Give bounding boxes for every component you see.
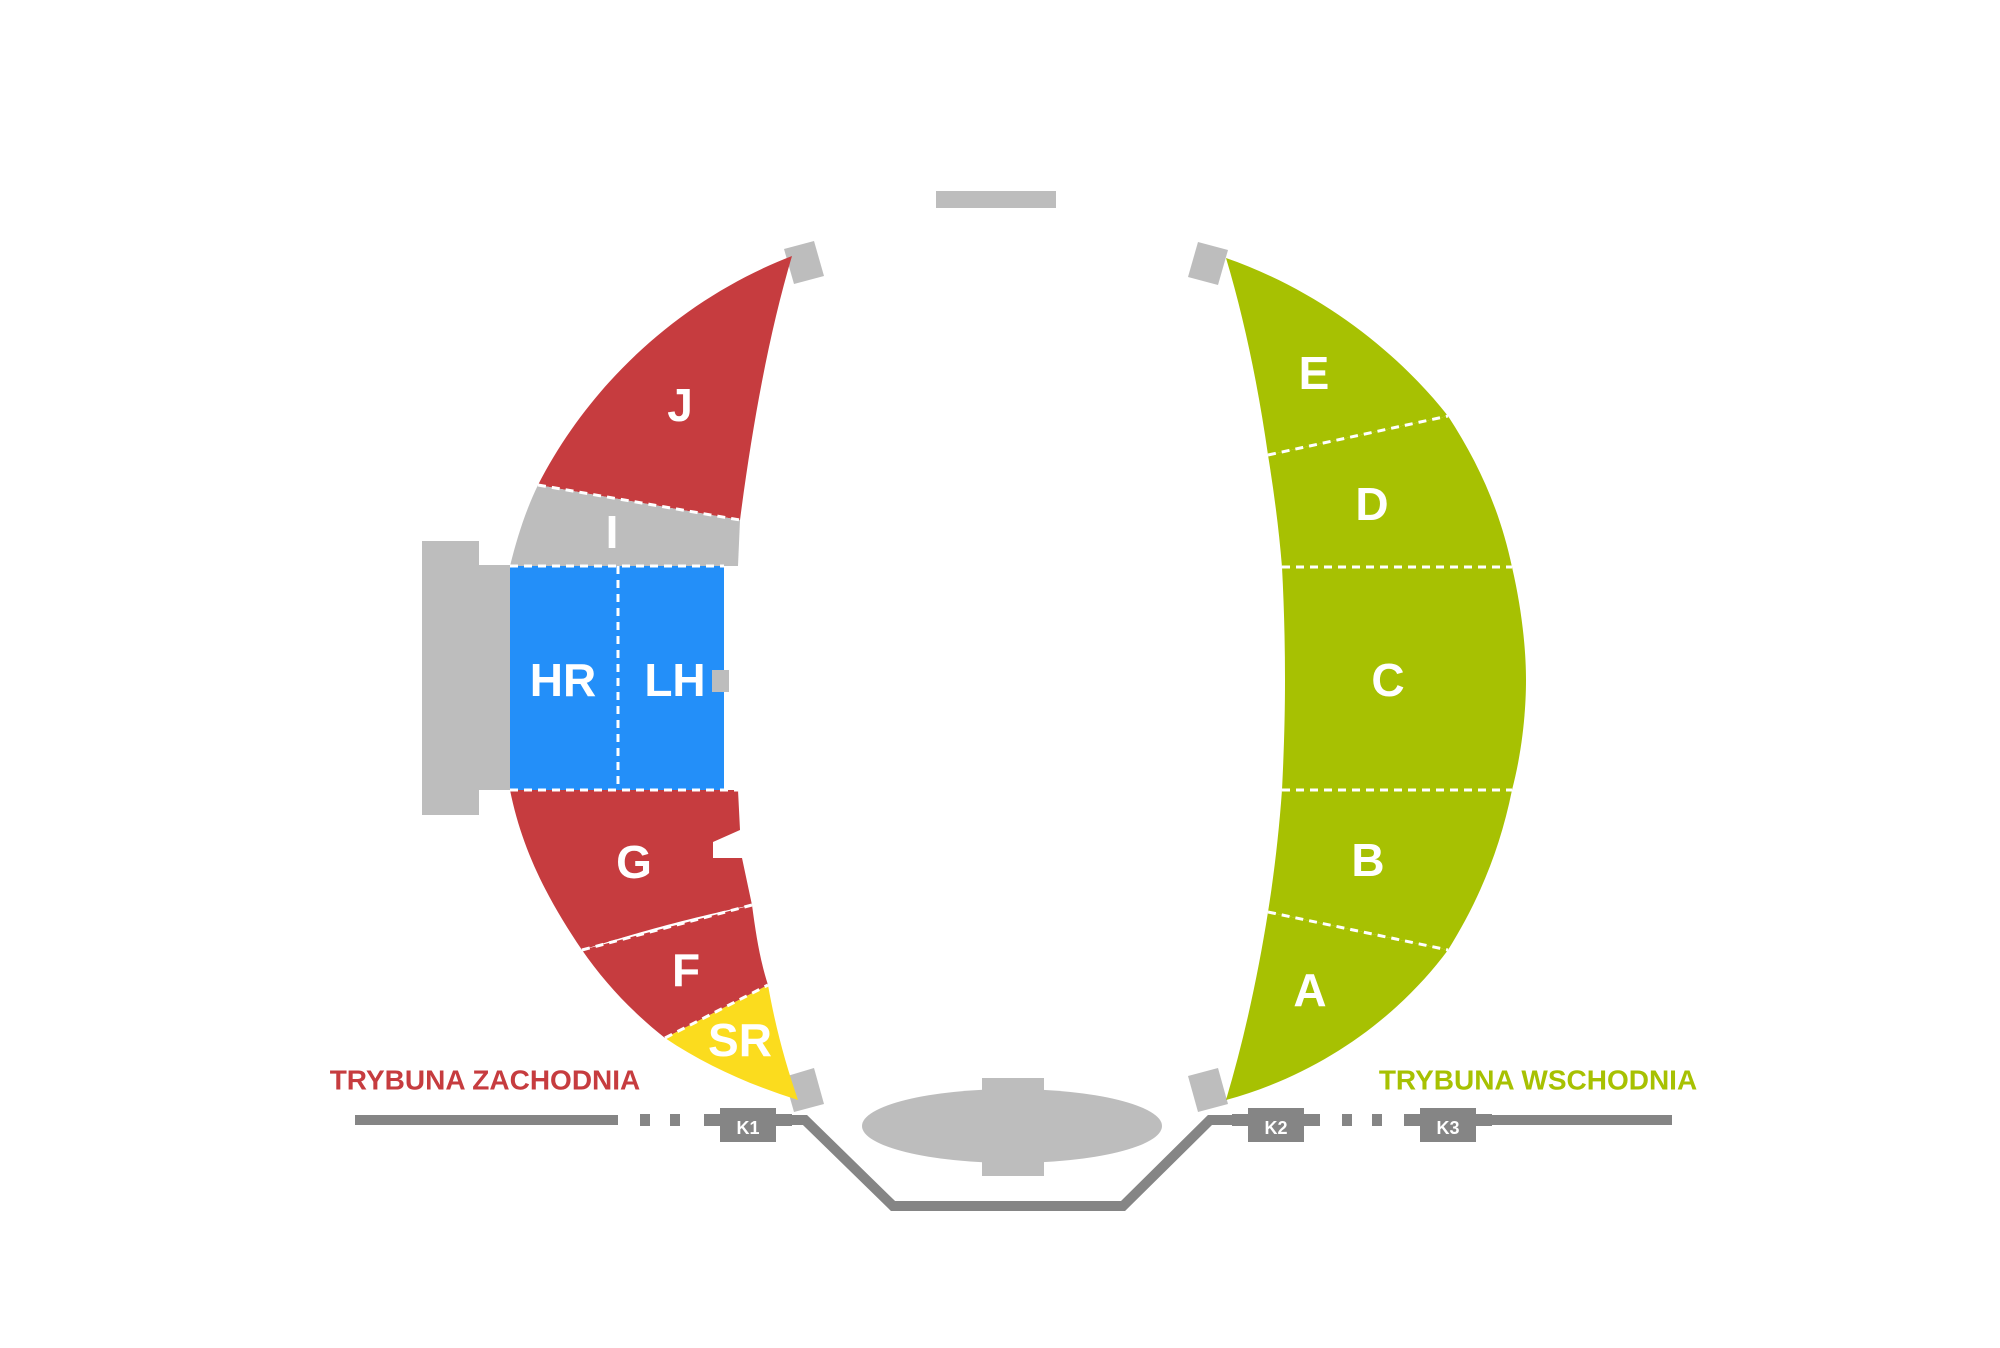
sector-E[interactable] <box>1226 258 1448 455</box>
sector-C-label: C <box>1371 654 1404 706</box>
west-building <box>422 541 512 815</box>
sector-E-label: E <box>1299 347 1330 399</box>
sector-J-label: J <box>667 379 693 431</box>
sector-C[interactable] <box>1282 567 1526 790</box>
sector-D[interactable] <box>1268 416 1512 567</box>
road-dot-3 <box>1342 1114 1352 1126</box>
divider-F-SR <box>664 983 769 1040</box>
sector-G[interactable] <box>510 790 752 950</box>
sector-I-label: I <box>606 506 619 558</box>
sector-B[interactable] <box>1268 790 1512 950</box>
road-dot-1 <box>640 1114 650 1126</box>
vip-box-marker <box>712 670 729 692</box>
road-dot-2 <box>670 1114 680 1126</box>
sector-LH-label: LH <box>644 654 705 706</box>
sector-G-label: G <box>616 836 652 888</box>
sector-J[interactable] <box>538 256 792 520</box>
gate-k1-label: K1 <box>736 1118 759 1138</box>
sector-B-label: B <box>1351 834 1384 886</box>
road-dot-4 <box>1372 1114 1382 1126</box>
scoreboard <box>936 191 1056 208</box>
gate-k1[interactable]: K1 <box>704 1108 792 1142</box>
sector-HR-label: HR <box>530 654 596 706</box>
east-stand-title: TRYBUNA WSCHODNIA <box>1379 1065 1697 1096</box>
south-stage-bottom <box>982 1158 1044 1176</box>
corner-block-nw <box>784 241 824 284</box>
corner-block-ne <box>1188 242 1228 285</box>
divider-G-F <box>581 903 753 952</box>
sector-I[interactable] <box>510 485 740 566</box>
divider-B-A <box>1267 910 1449 952</box>
divider-J-I <box>537 483 741 522</box>
sector-D-label: D <box>1355 478 1388 530</box>
gate-k2-label: K2 <box>1264 1118 1287 1138</box>
sector-A-label: A <box>1293 964 1326 1016</box>
gate-k3-label: K3 <box>1436 1118 1459 1138</box>
gate-k3[interactable]: K3 <box>1404 1108 1492 1142</box>
sector-F-label: F <box>672 944 700 996</box>
south-stage-ellipse <box>862 1089 1162 1163</box>
sector-A[interactable] <box>1226 912 1448 1100</box>
divider-E-D <box>1267 414 1449 457</box>
south-stage-top <box>982 1078 1044 1096</box>
gate-k2[interactable]: K2 <box>1232 1108 1320 1142</box>
sector-SR-label: SR <box>708 1014 772 1066</box>
corner-block-sw <box>784 1068 824 1112</box>
sector-SR[interactable] <box>665 985 798 1100</box>
west-stand-title: TRYBUNA ZACHODNIA <box>330 1065 641 1096</box>
corner-block-se <box>1188 1068 1228 1112</box>
